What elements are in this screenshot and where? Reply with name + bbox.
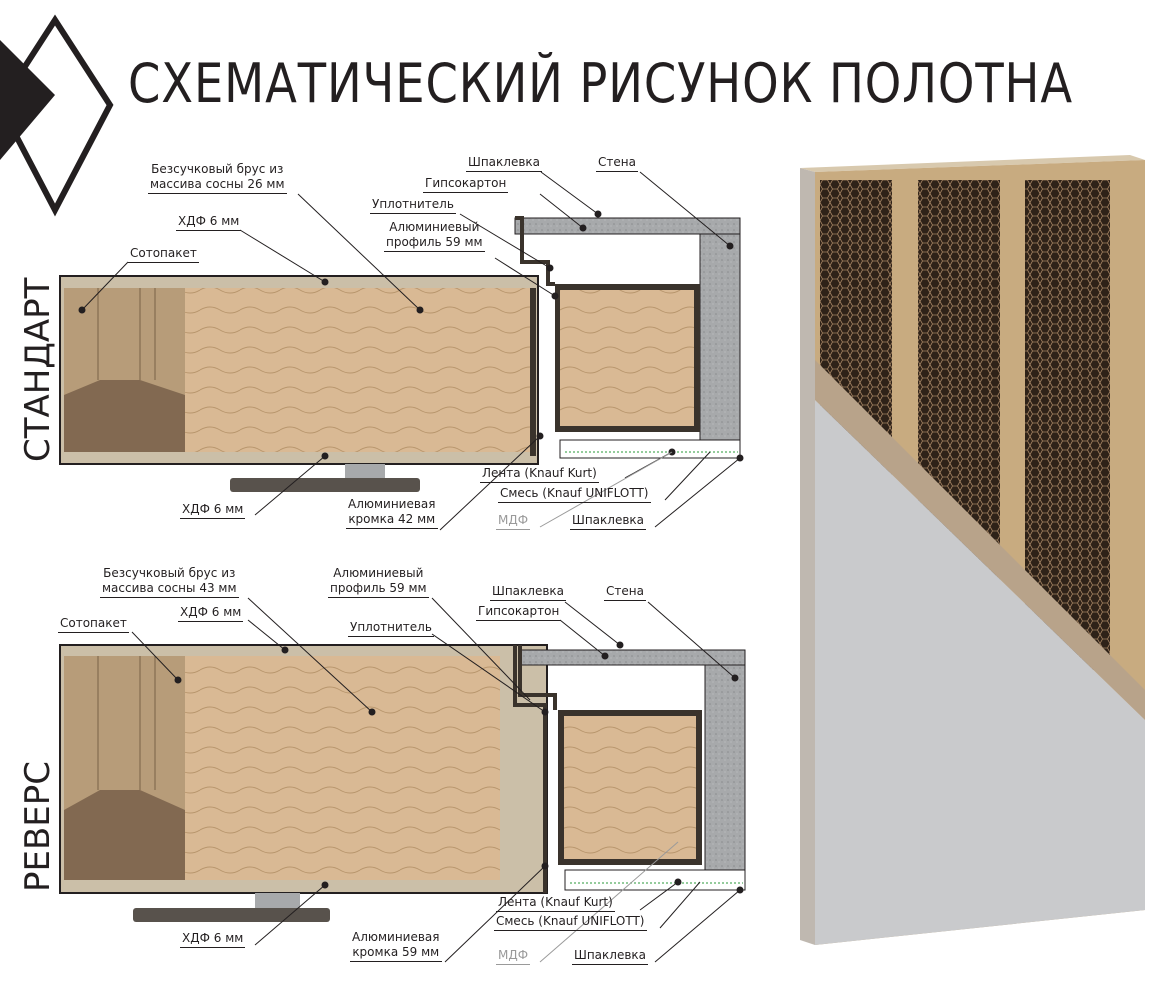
label-mix-reverse: Смесь (Knauf UNIFLOTT) (494, 914, 647, 931)
label-hdf-bottom-reverse: ХДФ 6 мм (180, 931, 246, 948)
label-wall-standard: Стена (596, 155, 638, 172)
label-putty-bottom-standard: Шпаклевка (570, 513, 647, 530)
reverse-door-section (59, 644, 548, 922)
label-tape-reverse: Лента (Knauf Kurt) (496, 895, 615, 912)
reverse-frame-section (518, 645, 746, 891)
label-mdf-standard: МДФ (496, 513, 531, 530)
label-tape-standard: Лента (Knauf Kurt) (480, 466, 599, 483)
label-putty-bottom-reverse: Шпаклевка (572, 948, 649, 965)
page-title: СХЕМАТИЧЕСКИЙ РИСУНОК ПОЛОТНА (128, 52, 1073, 115)
label-honeycomb-reverse: Сотопакет (58, 616, 129, 633)
label-wall-reverse: Стена (604, 584, 646, 601)
label-seal-reverse: Уплотнитель (348, 620, 434, 637)
label-hdf-top-standard: ХДФ 6 мм (176, 214, 242, 231)
label-hdf-bottom-standard: ХДФ 6 мм (180, 502, 246, 519)
label-putty-top-reverse: Шпаклевка (490, 584, 567, 601)
label-seal-standard: Уплотнитель (370, 197, 456, 214)
label-mix-standard: Смесь (Knauf UNIFLOTT) (498, 486, 651, 503)
label-honeycomb-standard: Сотопакет (128, 246, 199, 263)
section-label-reverse: РЕВЕРС (18, 760, 58, 892)
standard-frame-section (514, 216, 741, 459)
leader-lines (78, 171, 744, 963)
label-putty-top-standard: Шпаклевка (466, 155, 543, 172)
standard-door-section (59, 275, 539, 492)
door-3d-illustration (800, 155, 1145, 945)
label-mdf-reverse: МДФ (496, 948, 531, 965)
logo (0, 14, 114, 217)
section-label-standard: СТАНДАРТ (18, 277, 58, 462)
label-hdf-top-reverse: ХДФ 6 мм (178, 605, 244, 622)
label-drywall-reverse: Гипсокартон (476, 604, 562, 621)
label-drywall-standard: Гипсокартон (423, 176, 509, 193)
